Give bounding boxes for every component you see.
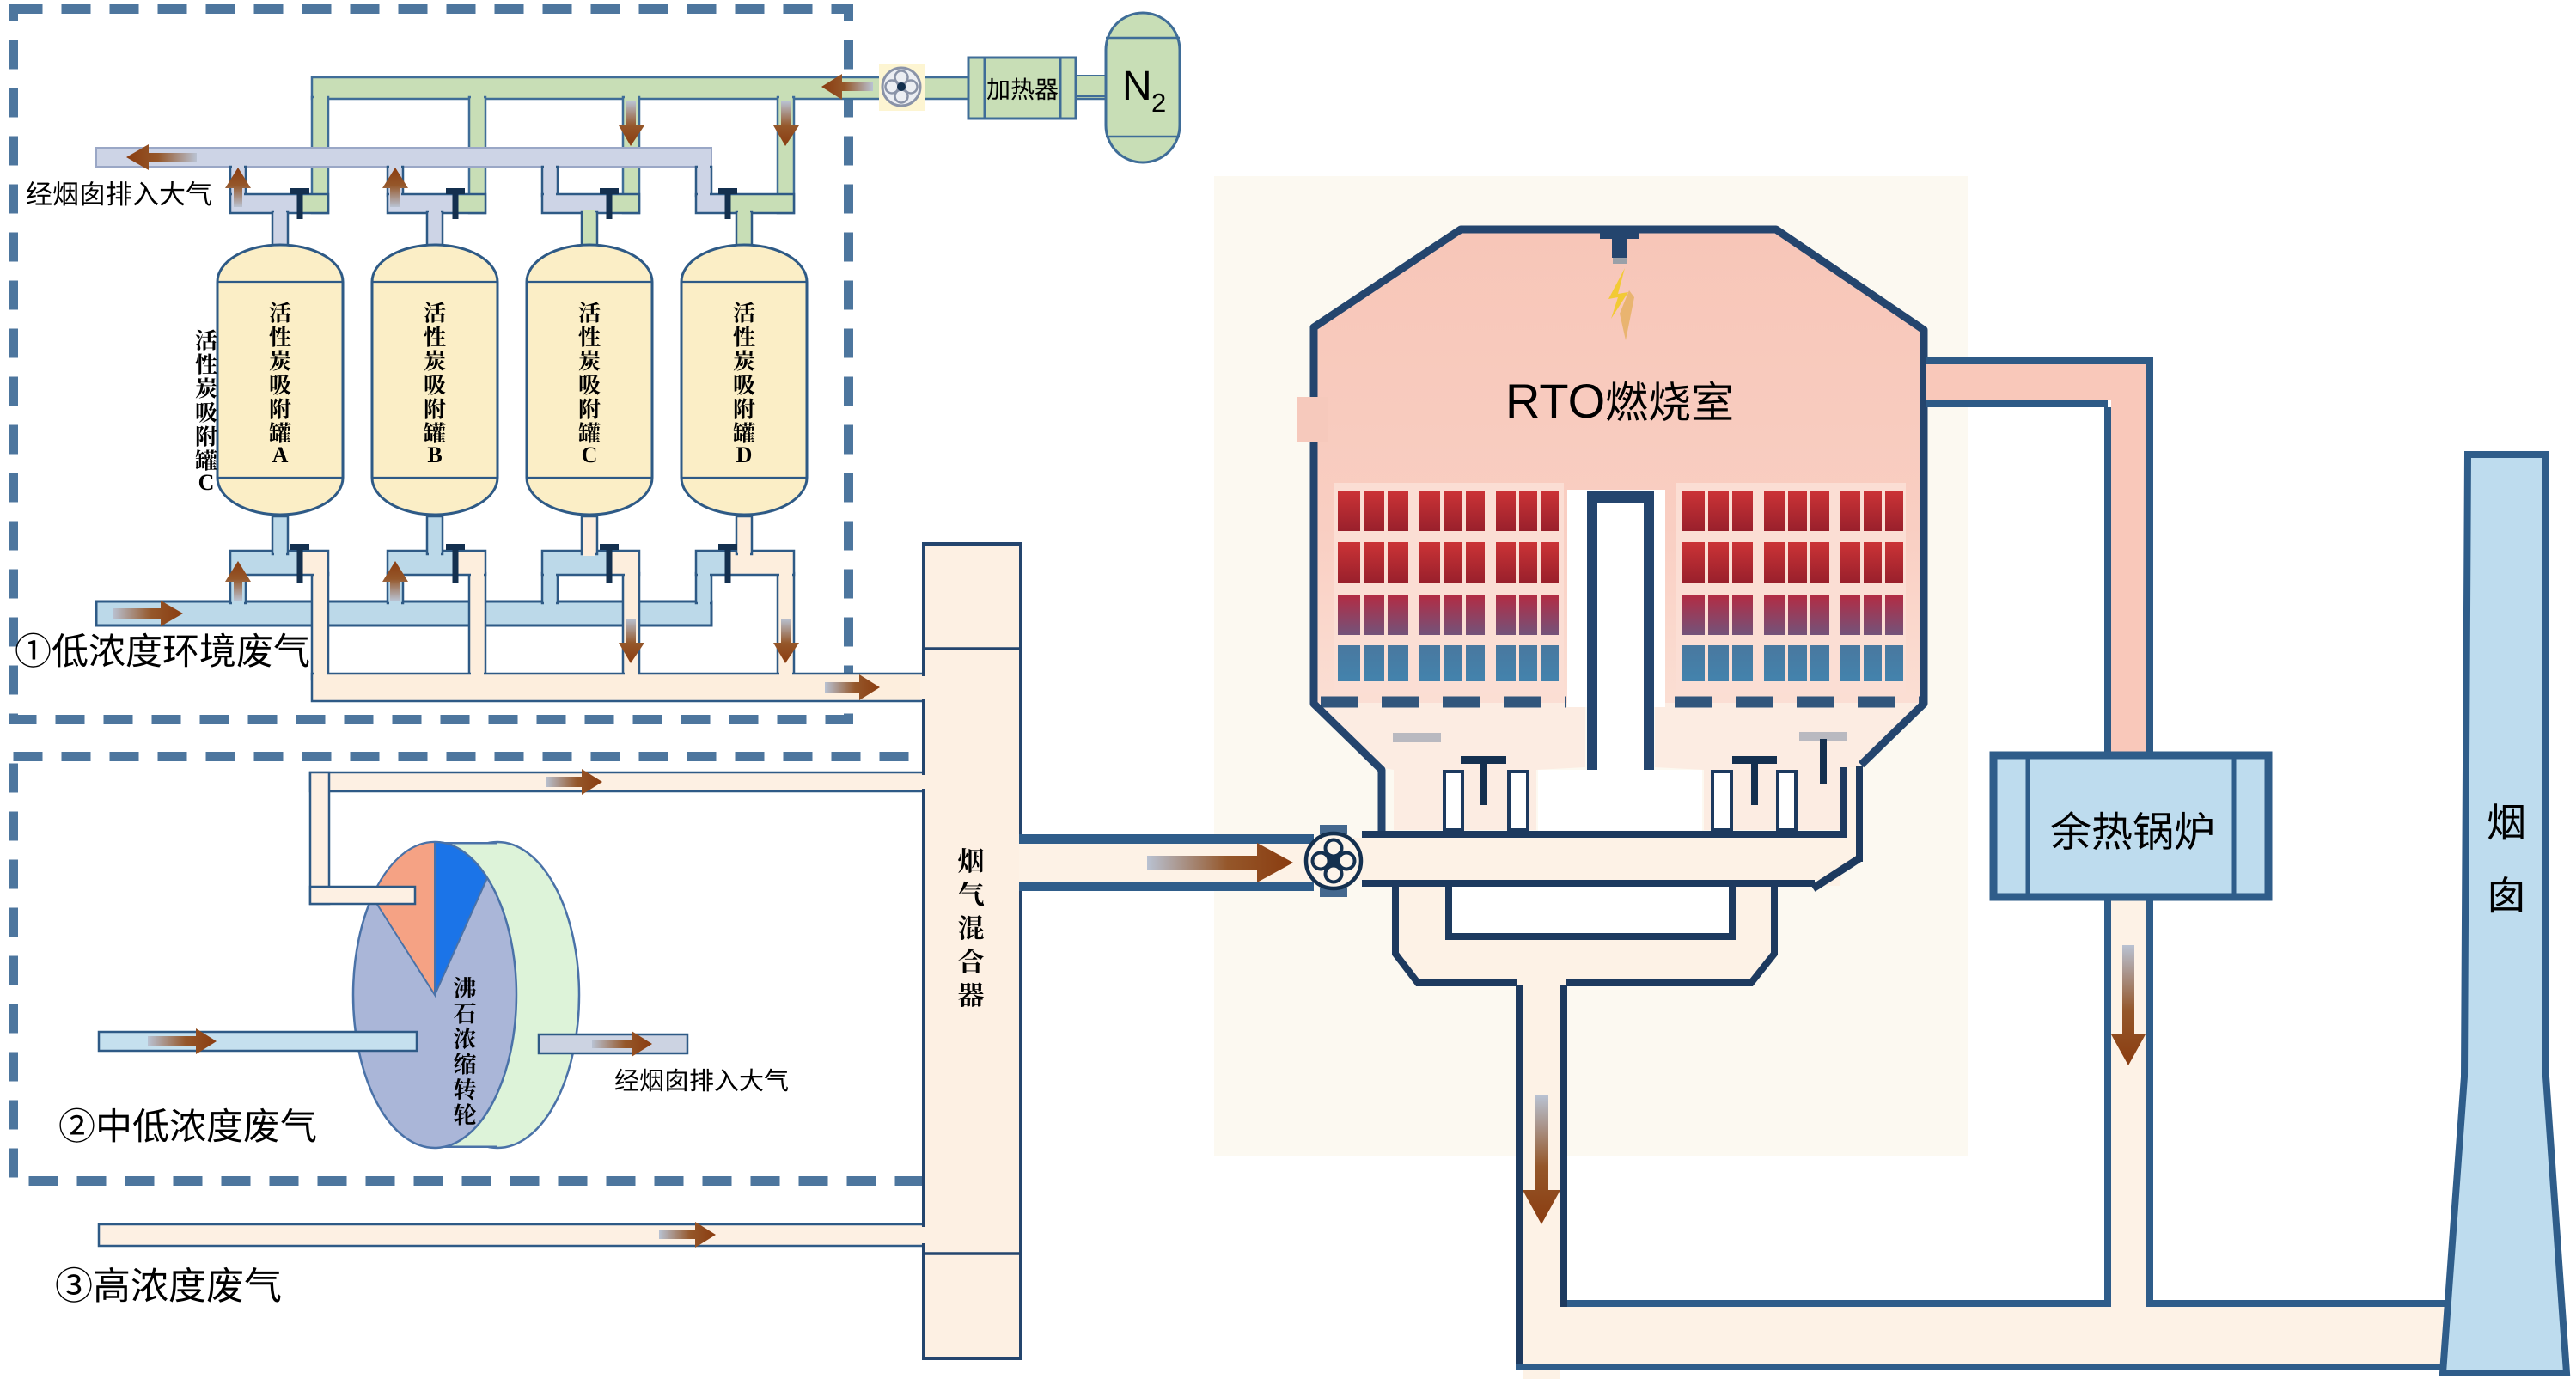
svg-text:C: C (582, 442, 598, 467)
svg-text:2: 2 (1151, 88, 1166, 118)
svg-text:C: C (198, 470, 215, 495)
svg-text:D: D (736, 442, 753, 467)
svg-text:RTO: RTO (1505, 374, 1605, 428)
svg-text:A: A (272, 442, 289, 467)
svg-text:B: B (427, 442, 442, 467)
svg-text:N: N (1122, 64, 1152, 109)
